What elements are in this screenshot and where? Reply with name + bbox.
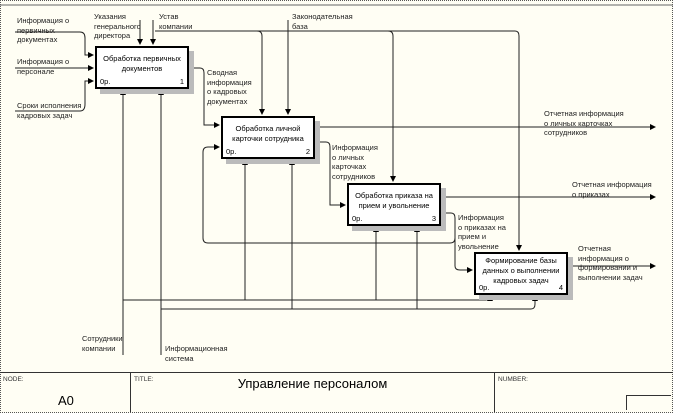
output-label-3: Отчетная информация о формировании и вып…	[578, 244, 643, 282]
box-cost: 0р.	[352, 214, 363, 223]
diagram-title: Управление персоналом	[237, 376, 388, 391]
number-label: NUMBER:	[498, 376, 528, 383]
node-cell: NODE: A0	[0, 372, 131, 412]
input-label-1: Информация о первичных документах	[17, 16, 70, 44]
node-value: A0	[58, 393, 74, 408]
box-number: 1	[179, 77, 184, 86]
feedback-arrow	[202, 144, 456, 244]
activity-box-4[interactable]: Формирование базы данных о выполнении ка…	[474, 252, 568, 295]
box-title: Обработка личной карточки сотрудника	[232, 124, 304, 143]
mechanism-label-1: Сотрудники компании	[82, 334, 123, 353]
box-cost: 0р.	[226, 147, 237, 156]
input-label-2: Информация о персонале	[17, 57, 70, 76]
activity-box-1[interactable]: Обработка первичных документов 0р. 1	[95, 46, 189, 89]
output-label-1: Отчетная информация о личных карточках с…	[544, 109, 624, 137]
box-title: Обработка приказа на прием и увольнение	[355, 191, 433, 210]
box-number: 2	[305, 147, 310, 156]
node-label: NODE:	[3, 376, 24, 383]
box-number: 3	[431, 214, 436, 223]
arrow-label-1: Сводная информация о кадровых документах	[207, 68, 252, 106]
arrow-2-3	[316, 141, 346, 208]
control-label-3: Законодательная база	[292, 12, 353, 31]
activity-box-3[interactable]: Обработка приказа на прием и увольнение 0…	[347, 183, 441, 226]
control-arrow-2	[155, 30, 522, 251]
title-label: TITLE:	[134, 376, 154, 383]
output-label-2: Отчетная информация о приказах	[572, 180, 652, 199]
box-title: Формирование базы данных о выполнении ка…	[482, 256, 560, 285]
title-cell: TITLE: Управление персоналом	[131, 372, 495, 412]
box-cost: 0р.	[479, 283, 490, 292]
arrow-label-2: Информация о личных карточках сотруднико…	[332, 143, 378, 181]
box-cost: 0р.	[100, 77, 111, 86]
control-label-2: Устав компании	[159, 12, 193, 31]
mechanism-label-2: Информационная система	[165, 344, 228, 363]
arrow-label-3: Информация о приказах на прием и увольне…	[458, 213, 506, 251]
arrow-1-2	[190, 67, 220, 128]
box-title: Обработка первичных документов	[103, 54, 181, 73]
page-box	[626, 395, 671, 410]
input-arrow-1	[15, 31, 94, 58]
number-cell: NUMBER:	[495, 372, 673, 412]
input-label-3: Сроки исполнения кадровых задач	[17, 101, 82, 120]
arrow-3-4	[454, 238, 473, 273]
activity-box-2[interactable]: Обработка личной карточки сотрудника 0р. 2	[221, 116, 315, 159]
box-number: 4	[558, 283, 563, 292]
input-arrow-3	[15, 78, 94, 112]
control-label-1: Указания генерального директора	[94, 12, 141, 40]
